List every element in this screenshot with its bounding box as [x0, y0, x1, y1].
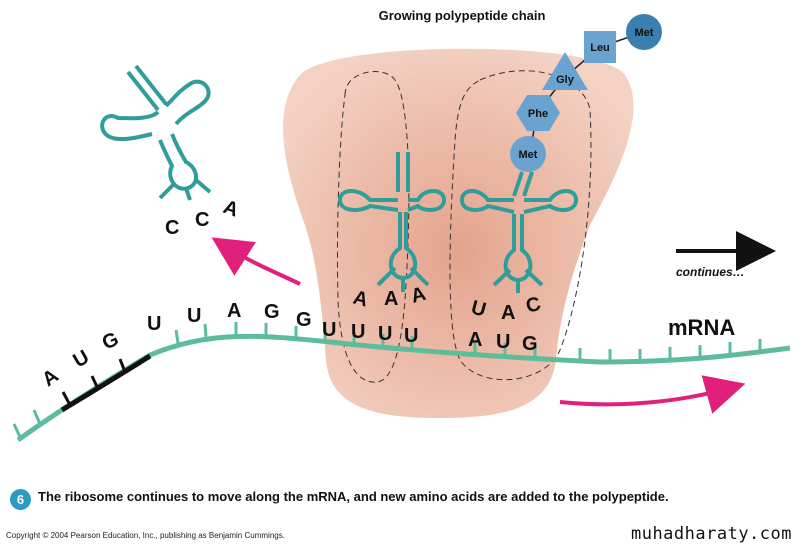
start-codon-highlight — [60, 353, 152, 413]
anticodon-base: A — [384, 288, 398, 310]
mrna-label: mRNA — [668, 315, 735, 340]
anticodon-base: C — [165, 217, 179, 239]
copyright-text: Copyright © 2004 Pearson Education, Inc.… — [6, 531, 285, 540]
amino-acid-label: Leu — [590, 42, 610, 54]
mrna-base: A — [468, 329, 482, 351]
mrna-base: A — [38, 365, 62, 391]
mrna-base: U — [70, 346, 94, 372]
mrna-base: A — [227, 300, 241, 322]
mrna-base: U — [378, 323, 392, 345]
mrna-codons: A U G U U A G G U U U U A U G — [38, 300, 537, 391]
amino-acid-phe — [516, 95, 560, 131]
mrna-base: U — [496, 331, 510, 353]
site-outline-right — [449, 70, 592, 381]
step-number-badge: 6 — [10, 489, 31, 510]
mrna-base: U — [187, 305, 201, 327]
amino-acid-label: Met — [635, 27, 654, 39]
amino-acid-label: Met — [519, 149, 538, 161]
mrna-base: U — [404, 325, 418, 347]
anticodon-base: C — [524, 293, 544, 318]
anticodon-base: U — [469, 297, 489, 322]
trna-left — [337, 152, 447, 292]
anticodon-base: C — [195, 209, 209, 231]
site-outline-left — [336, 71, 410, 383]
anticodon-base: A — [220, 196, 241, 222]
mrna-base: U — [351, 321, 365, 343]
amino-acid-gly — [542, 52, 588, 90]
amino-acid-met-start — [510, 136, 546, 172]
amino-acid-label: Gly — [556, 74, 575, 86]
amino-acid-label: Phe — [528, 108, 548, 120]
anticodon-base: A — [501, 302, 515, 324]
exit-arrow — [211, 237, 301, 286]
mrna-ticks — [12, 322, 762, 438]
mrna-base: U — [322, 319, 336, 341]
anticodon-left: A A A — [351, 283, 429, 312]
mrna-base: G — [99, 328, 122, 355]
watermark: muhadharaty.com — [630, 524, 792, 544]
trna-right — [459, 171, 579, 293]
mrna-base: G — [296, 309, 312, 331]
mrna-base: U — [147, 313, 161, 335]
trna-exiting — [100, 64, 212, 201]
amino-acid-met-end — [626, 14, 662, 50]
polypeptide-chain: Met Leu Gly Phe Met — [510, 14, 662, 172]
mrna-move-arrow — [559, 375, 746, 414]
mrna-strand — [12, 322, 791, 443]
mrna-base: G — [522, 333, 538, 355]
anticodon-right: U A C — [469, 293, 544, 324]
anticodon-exit: C C A — [165, 196, 241, 239]
figure-caption: The ribosome continues to move along the… — [38, 489, 669, 504]
chain-title: Growing polypeptide chain — [379, 8, 546, 23]
anticodon-base: A — [409, 283, 429, 308]
start-codon-ticks — [61, 358, 127, 406]
ribosome — [283, 48, 634, 418]
anticodon-base: A — [351, 287, 371, 312]
amino-acid-leu — [584, 31, 616, 63]
mrna-base: G — [264, 301, 280, 323]
ribosome-body — [283, 48, 634, 418]
continues-label: continues… — [676, 265, 745, 279]
